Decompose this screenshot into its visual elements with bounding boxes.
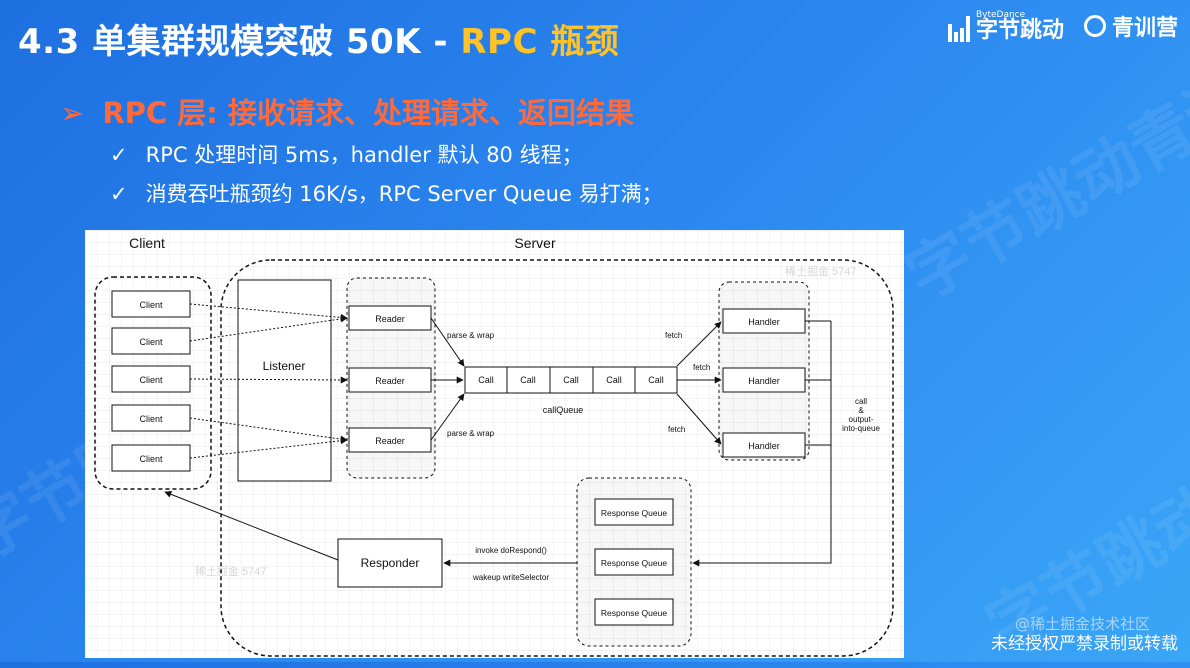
client-node: Client — [111, 365, 191, 393]
response-queue-node: Response Queue — [594, 598, 674, 626]
response-queue-group — [576, 477, 692, 647]
call-queue-label: callQueue — [543, 405, 584, 415]
fetch-label: fetch — [668, 425, 685, 434]
svg-text:Client: Client — [139, 454, 163, 464]
svg-text:Handler: Handler — [748, 441, 780, 451]
sub-bullet-text: RPC 处理时间 5ms，handler 默认 80 线程； — [145, 143, 583, 167]
call-node: Call — [464, 366, 508, 394]
fetch-label: fetch — [693, 363, 710, 372]
svg-text:Client: Client — [139, 375, 163, 385]
svg-text:Handler: Handler — [748, 376, 780, 386]
svg-text:Call: Call — [606, 375, 622, 385]
sub-bullet-text: 消费吞吐瓶颈约 16K/s，RPC Server Queue 易打满； — [145, 182, 663, 206]
response-queue-node: Response Queue — [594, 548, 674, 576]
call-output-label: into-queue — [842, 424, 880, 433]
rpc-architecture-diagram: 稀土掘金 5747 稀土掘金 5747 Client Server Client… — [85, 230, 904, 658]
client-node: Client — [111, 444, 191, 472]
background-watermark: 字节跳动青训营 — [894, 27, 1190, 316]
bytedance-zh: 字节跳动 — [975, 17, 1064, 43]
check-icon: ✓ — [110, 182, 128, 206]
qingxun-logo: 青训营 — [1083, 10, 1178, 42]
client-group — [94, 276, 212, 490]
bytedance-logo: ByteDance 字节跳动 — [947, 9, 1064, 43]
svg-text:Responder: Responder — [361, 556, 420, 570]
responder-client-arrow — [164, 491, 339, 561]
arrow-bullet-icon: ➢ — [60, 96, 85, 130]
client-reader-arrow — [189, 315, 348, 342]
call-output-label: call — [855, 397, 867, 406]
diagram-svg: 稀土掘金 5747 稀土掘金 5747 Client Server Client… — [94, 235, 894, 657]
qingxun-text: 青训营 — [1111, 16, 1178, 41]
footer-notice: 未经授权严禁录制或转载 — [991, 634, 1178, 654]
title-accent: RPC 瓶颈 — [460, 22, 620, 62]
bytedance-en: ByteDance — [975, 9, 1026, 20]
svg-text:Response Queue: Response Queue — [601, 508, 667, 518]
title-main: 4.3 单集群规模突破 50K - — [18, 22, 461, 62]
client-node: Client — [111, 404, 191, 432]
wakeup-label: wakeup writeSelector — [472, 573, 549, 582]
client-header: Client — [129, 235, 165, 251]
page-title: 4.3 单集群规模突破 50K - RPC 瓶颈 — [18, 14, 619, 63]
call-output-label: & — [858, 406, 864, 415]
diagram-watermark: 稀土掘金 5747 — [195, 564, 267, 578]
server-group — [220, 259, 894, 657]
invoke-label: invoke doRespond() — [475, 546, 547, 555]
call-node: Call — [634, 366, 678, 394]
reader-node: Reader — [348, 367, 432, 393]
fetch-arrow — [676, 393, 722, 445]
client-node: Client — [111, 327, 191, 355]
handler-group — [718, 281, 810, 461]
handler-node: Handler — [722, 367, 806, 393]
diagram-watermark: 稀土掘金 5747 — [785, 264, 857, 278]
handler-node: Handler — [722, 308, 806, 334]
responder-node: Responder — [337, 538, 443, 588]
svg-text:Call: Call — [520, 375, 536, 385]
client-node: Client — [111, 290, 191, 318]
svg-text:Reader: Reader — [375, 376, 405, 386]
svg-text:Client: Client — [139, 300, 163, 310]
handler-output-arrow — [692, 321, 832, 567]
check-icon: ✓ — [110, 143, 128, 167]
svg-text:Call: Call — [563, 375, 579, 385]
client-reader-arrow — [189, 417, 348, 443]
svg-text:Client: Client — [139, 337, 163, 347]
svg-text:Call: Call — [478, 375, 494, 385]
parse-wrap-label: parse & wrap — [447, 331, 495, 340]
svg-text:Response Queue: Response Queue — [601, 608, 667, 618]
reader-node: Reader — [348, 427, 432, 453]
main-bullet: ➢ RPC 层: 接收请求、处理请求、返回结果 — [60, 90, 634, 132]
sub-bullet: ✓ RPC 处理时间 5ms，handler 默认 80 线程； — [110, 139, 583, 169]
svg-text:Response Queue: Response Queue — [601, 558, 667, 568]
fetch-label: fetch — [665, 331, 682, 340]
reader-node: Reader — [348, 305, 432, 331]
call-node: Call — [506, 366, 551, 394]
reader-call-arrow — [430, 317, 465, 367]
bytedance-bars-icon — [947, 15, 970, 42]
parse-wrap-label: parse & wrap — [447, 429, 495, 438]
svg-text:Client: Client — [139, 414, 163, 424]
svg-text:Call: Call — [648, 375, 664, 385]
svg-text:Reader: Reader — [375, 314, 405, 324]
qingxun-icon — [1083, 15, 1106, 37]
handler-node: Handler — [722, 432, 806, 458]
svg-text:Listener: Listener — [263, 359, 306, 373]
fetch-arrow — [676, 321, 722, 367]
reader-call-arrow — [430, 393, 465, 441]
svg-text:Handler: Handler — [748, 317, 780, 327]
main-bullet-text: RPC 层: 接收请求、处理请求、返回结果 — [102, 96, 634, 130]
svg-text:Reader: Reader — [375, 436, 405, 446]
brand-logo: ByteDance 字节跳动 青训营 — [947, 9, 1178, 43]
call-node: Call — [592, 366, 636, 394]
sub-bullet: ✓ 消费吞吐瓶颈约 16K/s，RPC Server Queue 易打满； — [110, 178, 663, 208]
server-header: Server — [514, 235, 556, 251]
response-queue-node: Response Queue — [594, 498, 674, 526]
call-output-label: output- — [849, 415, 874, 424]
juejin-watermark: @稀土掘金技术社区 — [1014, 615, 1150, 633]
listener-node: Listener — [237, 279, 332, 482]
call-node: Call — [549, 366, 594, 394]
